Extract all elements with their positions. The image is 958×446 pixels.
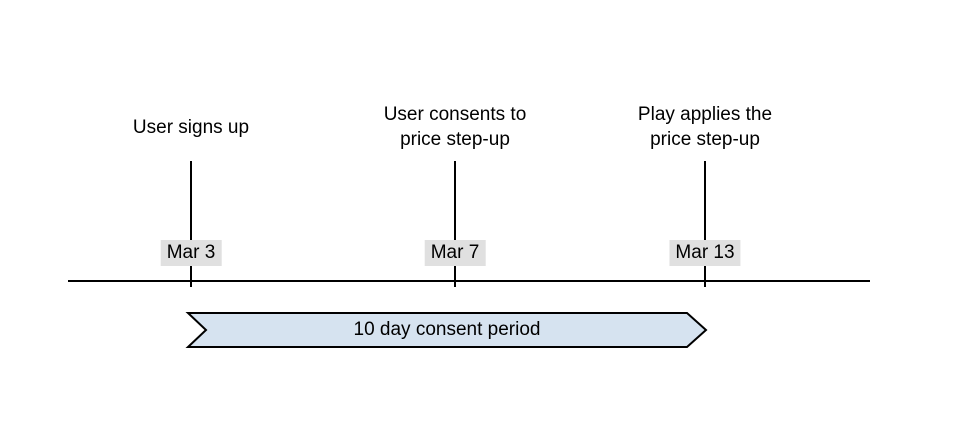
event-date-label: Mar 13 [669,240,741,266]
event-tick [190,161,192,287]
consent-period-banner [185,312,708,348]
event-date-label: Mar 3 [160,240,222,266]
consent-period-banner-shape [185,312,708,348]
event-tick [454,161,456,287]
event-title: User consents to price step-up [383,104,527,150]
timeline-axis [68,280,870,282]
event-date-label: Mar 7 [424,240,486,266]
consent-period-label: 10 day consent period [353,319,541,340]
event-tick [704,161,706,287]
event-title: Play applies the price step-up [637,104,773,150]
event-title: User signs up [132,116,250,138]
